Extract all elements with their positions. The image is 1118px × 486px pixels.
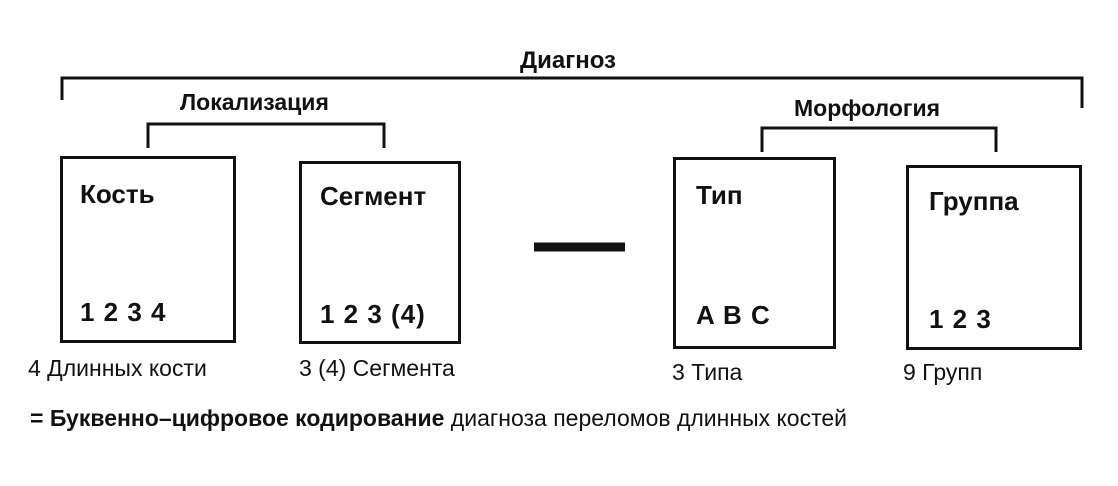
segment-caption: 3 (4) Сегмента [299,355,455,381]
bone-box-values: 1 2 3 4 [80,297,167,327]
morphology-label: Морфология [794,95,941,121]
type-caption: 3 Типа [672,359,743,385]
segment-box: Сегмент 1 2 3 (4) [299,161,461,344]
localization-bracket [146,122,386,148]
group-box: Группа 1 2 3 [906,165,1082,350]
diagnosis-label: Диагноз [520,47,616,74]
diagnosis-bracket [60,76,1084,108]
bone-box: Кость 1 2 3 4 [60,156,236,343]
footer-prefix: = Буквенно–цифровое кодирование [30,405,445,431]
segment-box-title: Сегмент [320,181,427,211]
bone-caption: 4 Длинных кости [28,355,207,381]
type-box: Тип A B C [673,157,836,349]
bone-box-title: Кость [80,179,155,209]
segment-box-values: 1 2 3 (4) [320,299,426,329]
footer-text: = Буквенно–цифровое кодирование диагноза… [30,405,847,432]
group-box-values: 1 2 3 [929,304,992,334]
localization-label: Локализация [180,89,329,115]
morphology-bracket [760,126,998,152]
group-caption: 9 Групп [903,359,983,385]
type-box-values: A B C [696,300,771,330]
group-box-title: Группа [929,186,1019,216]
type-box-title: Тип [696,180,743,210]
footer-suffix: диагноза переломов длинных костей [444,405,848,431]
